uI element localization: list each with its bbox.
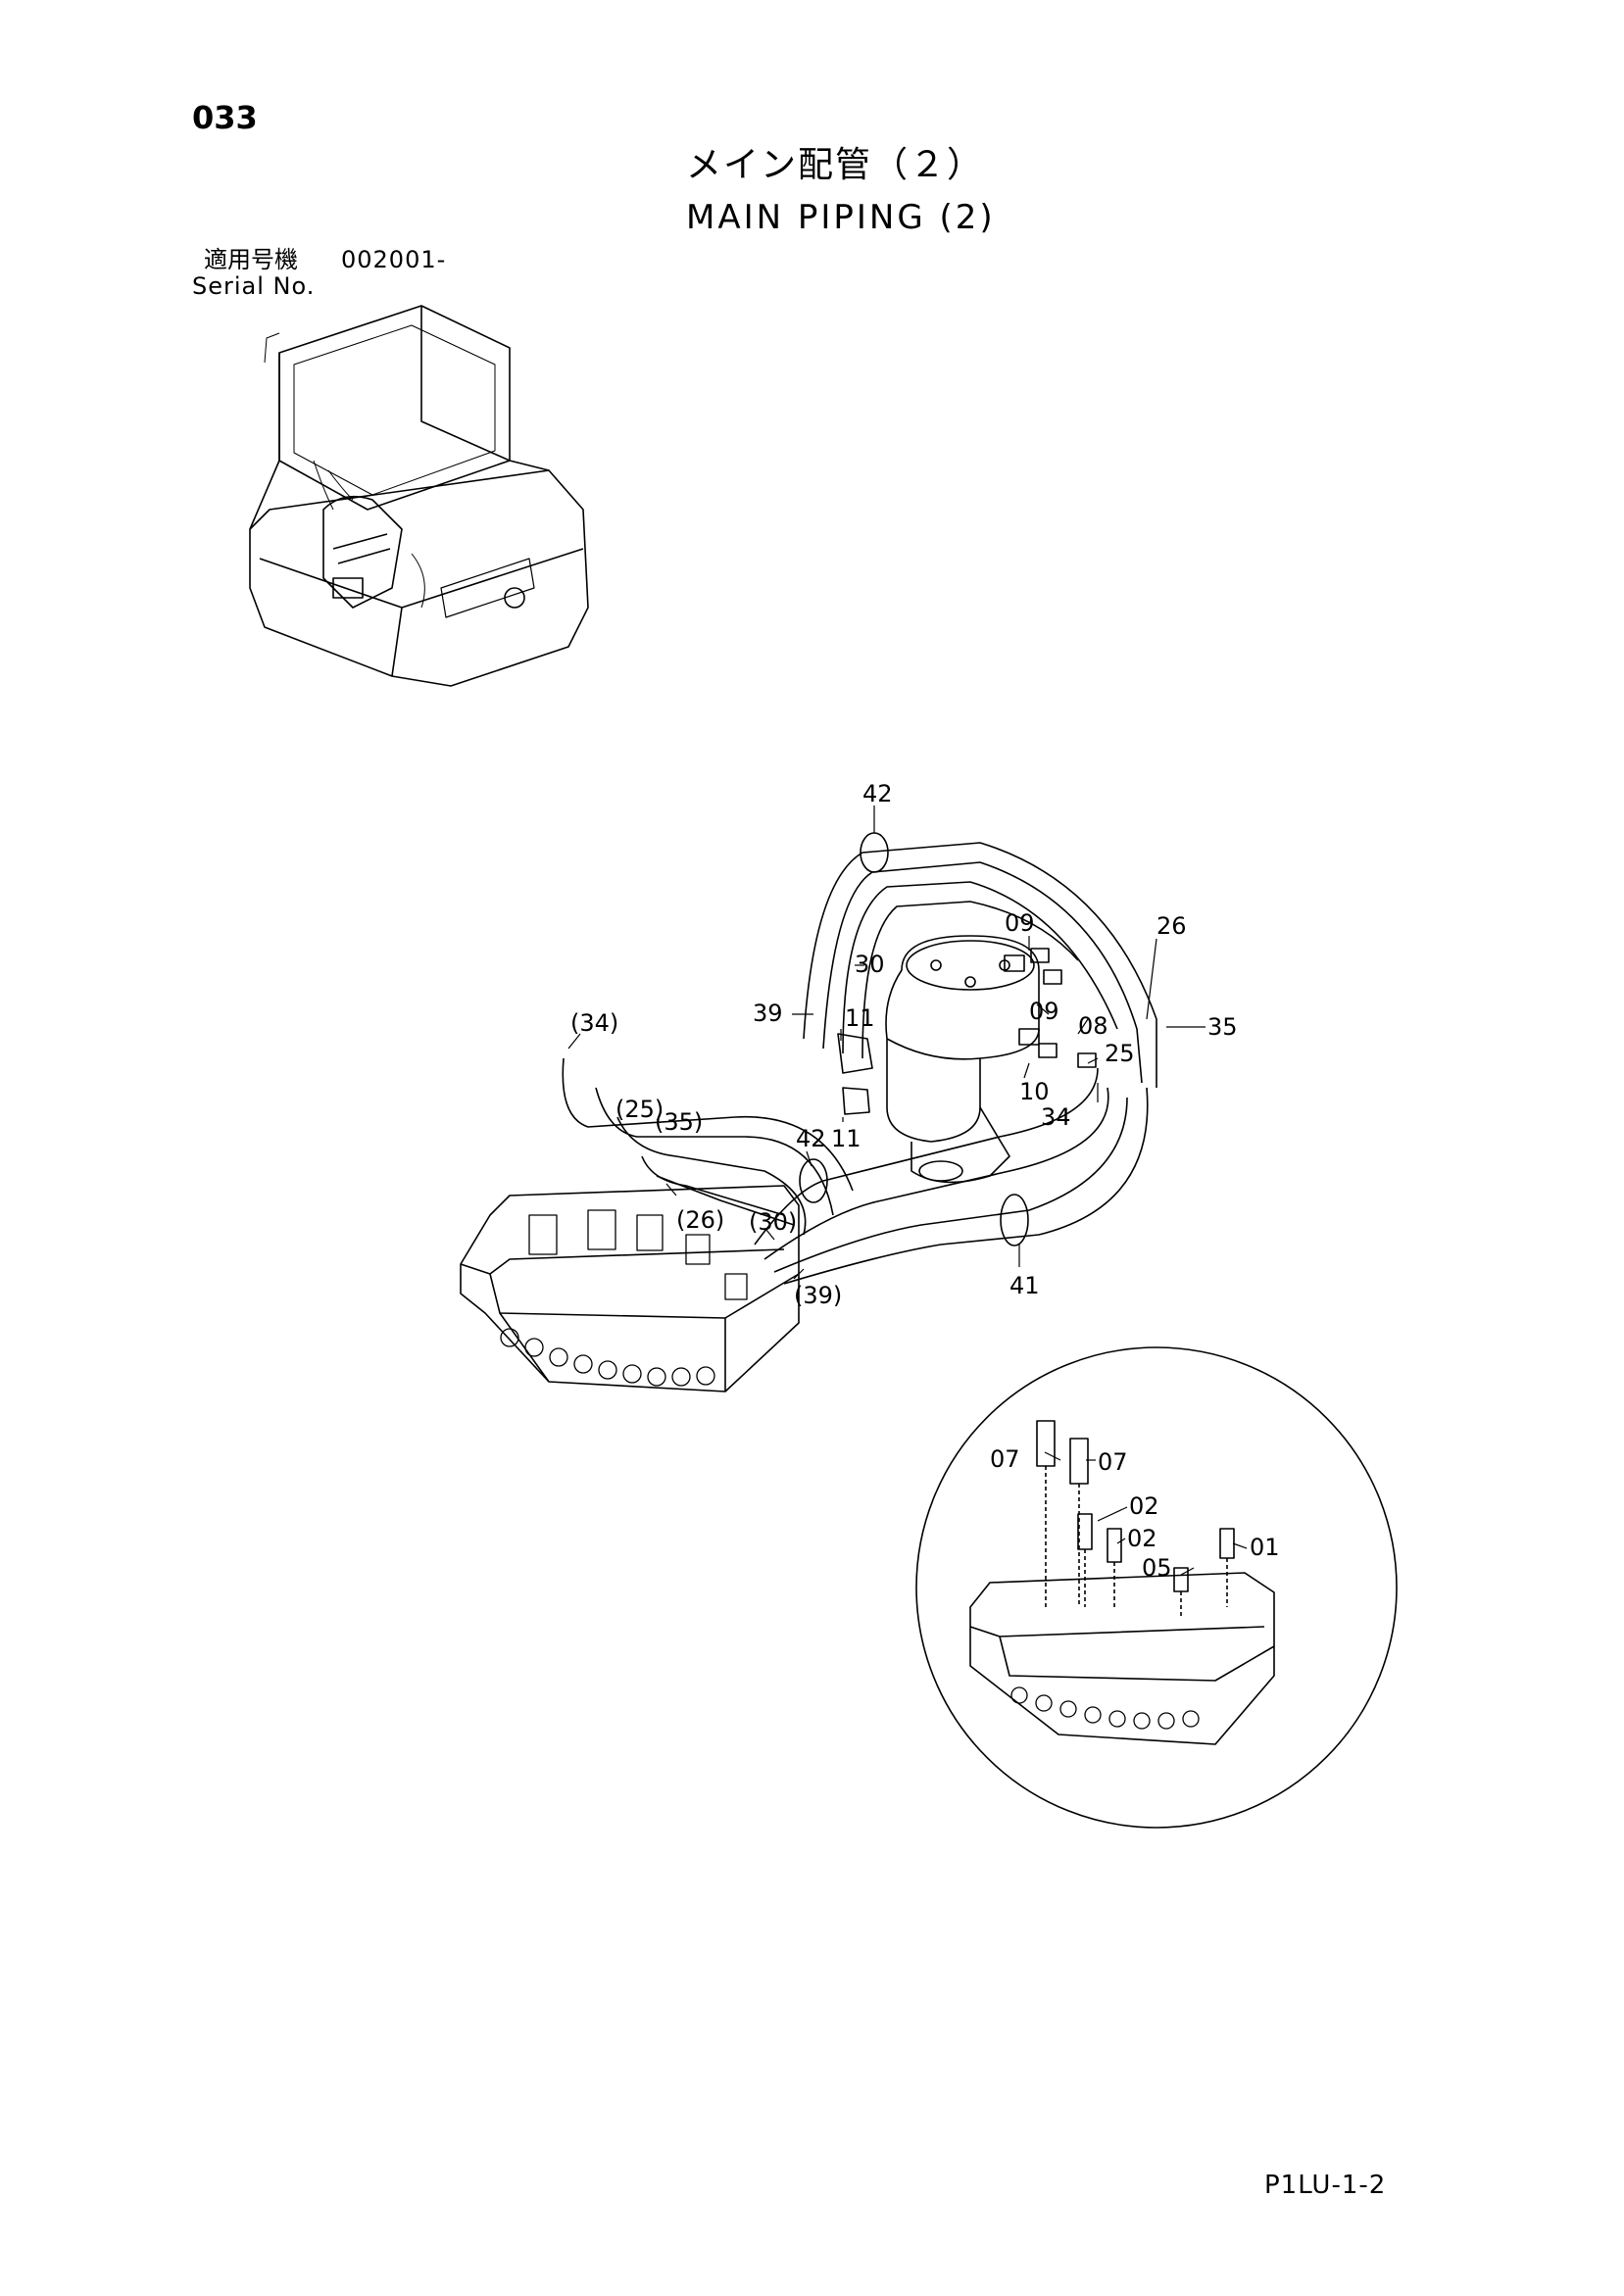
callout-35: 35 xyxy=(1207,1013,1238,1041)
callout-30-paren: (30) xyxy=(749,1208,797,1236)
callout-39-paren: (39) xyxy=(794,1282,842,1309)
callout-35-paren: (35) xyxy=(655,1108,703,1136)
detail-callout-02-a: 02 xyxy=(1129,1492,1159,1520)
page-title-japanese: メイン配管（２） xyxy=(686,145,985,185)
callout-09-a: 09 xyxy=(1005,909,1035,937)
main-piping-illustration xyxy=(460,832,1157,1392)
serial-label-english: Serial No. xyxy=(192,272,316,300)
callout-39: 39 xyxy=(753,1000,783,1027)
callout-25: 25 xyxy=(1105,1040,1135,1067)
page-number: 033 xyxy=(192,99,258,136)
callout-11-a: 11 xyxy=(845,1004,875,1032)
detail-callout-05: 05 xyxy=(1142,1554,1172,1582)
callout-30: 30 xyxy=(855,951,885,978)
callout-26-paren: (26) xyxy=(676,1206,724,1234)
callout-11-b: 11 xyxy=(831,1125,861,1152)
callout-25-paren: (25) xyxy=(615,1096,664,1123)
document-code: P1LU-1-2 xyxy=(1264,2171,1387,2200)
detail-callout-02-b: 02 xyxy=(1127,1525,1157,1552)
callout-labels: 42 09 26 30 39 11 09 08 25 35 (34) 10 34… xyxy=(570,780,1280,1582)
detail-view-illustration xyxy=(915,1346,1398,1829)
callout-26: 26 xyxy=(1156,912,1187,940)
machine-overview-illustration xyxy=(249,305,589,687)
serial-label-japanese: 適用号機 xyxy=(204,246,298,273)
callout-41: 41 xyxy=(1009,1272,1040,1299)
page-title-english: MAIN PIPING (2) xyxy=(686,198,996,237)
callout-42-top: 42 xyxy=(862,780,893,807)
callout-leader-lines xyxy=(567,806,1248,1576)
detail-callout-07-a: 07 xyxy=(990,1445,1020,1473)
serial-number-value: 002001- xyxy=(341,246,447,273)
callout-08: 08 xyxy=(1078,1012,1108,1040)
detail-callout-01: 01 xyxy=(1250,1534,1280,1561)
callout-09-b: 09 xyxy=(1029,998,1059,1025)
callout-34-paren: (34) xyxy=(570,1009,618,1037)
callout-42-mid: 42 xyxy=(796,1125,826,1152)
detail-callout-07-b: 07 xyxy=(1098,1448,1128,1476)
callout-10: 10 xyxy=(1019,1078,1050,1105)
callout-34: 34 xyxy=(1041,1103,1071,1131)
